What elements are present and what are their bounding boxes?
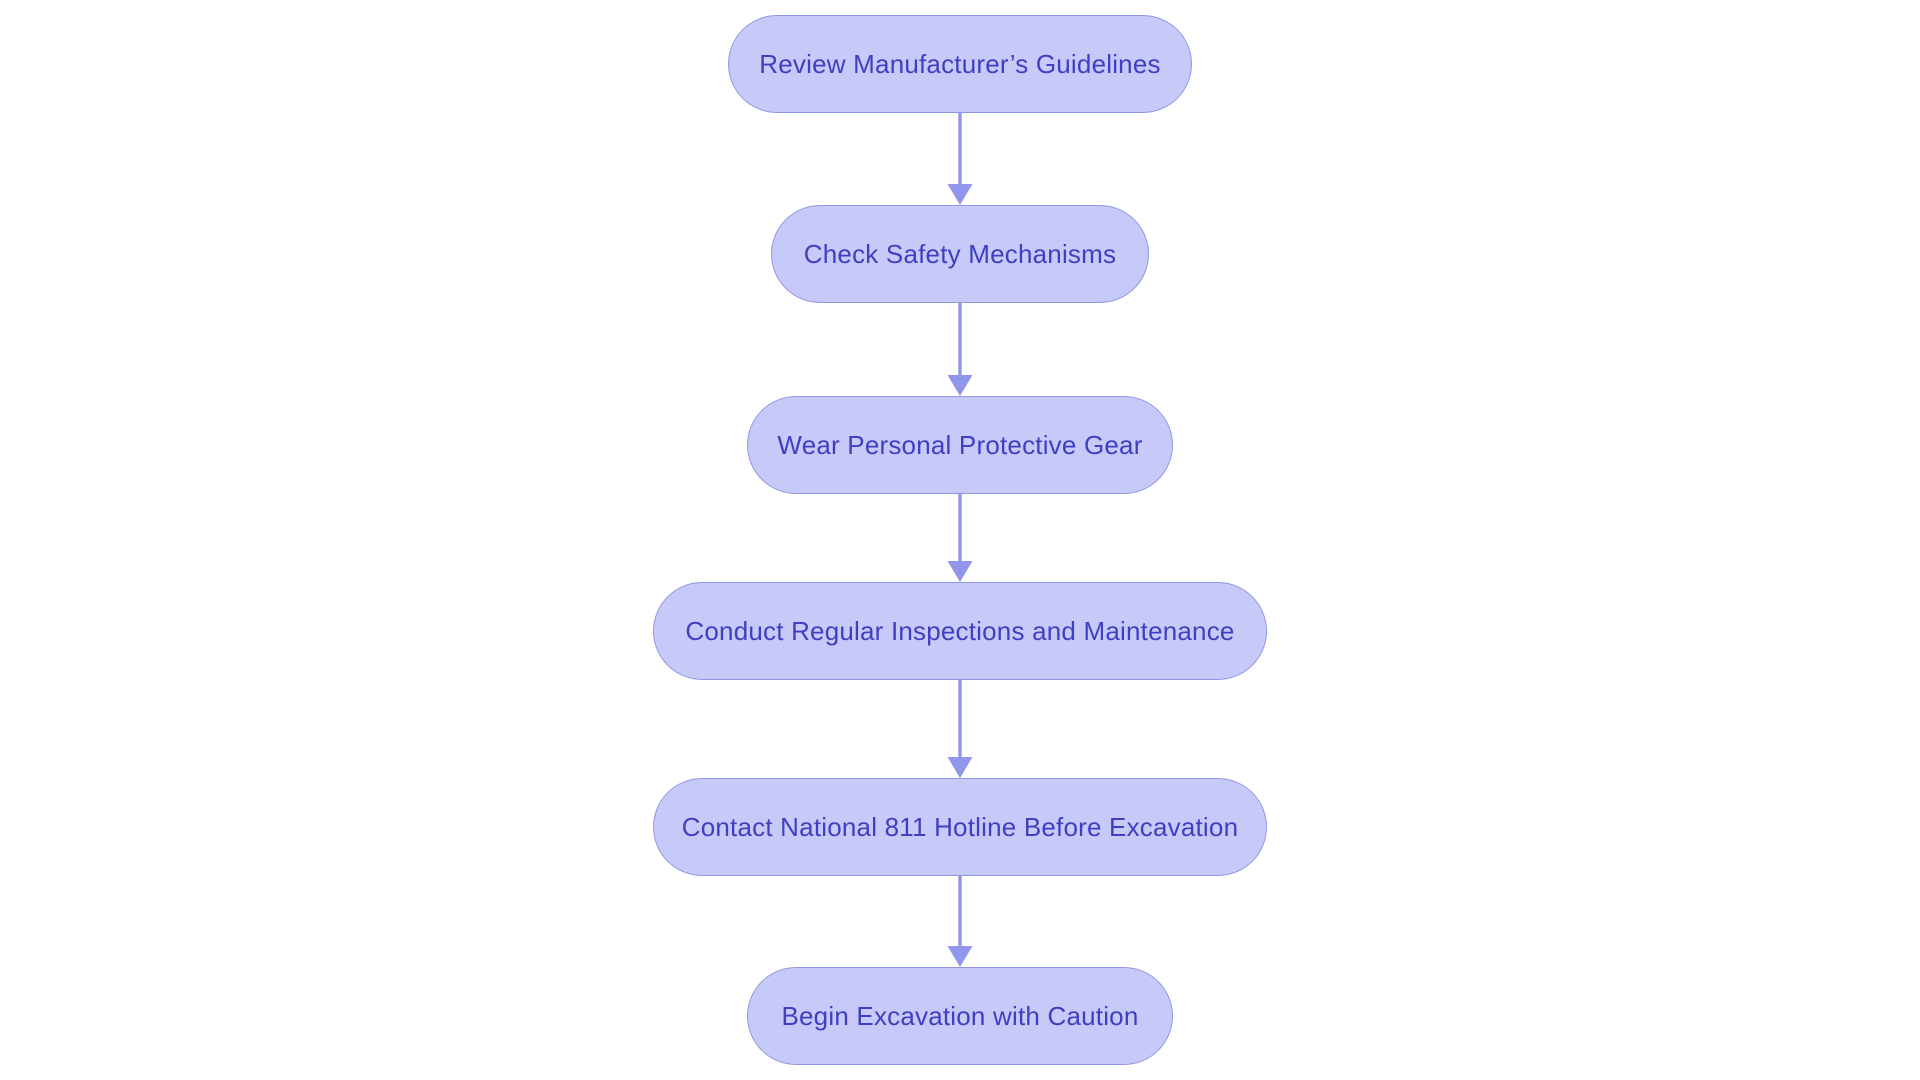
flow-arrow-n4-n5 [947, 680, 973, 778]
flow-node-wear-personal-protective-gear: Wear Personal Protective Gear [747, 396, 1173, 494]
flow-node-review-manufacturers-guidelines: Review Manufacturer’s Guidelines [728, 15, 1192, 113]
flow-node-label: Wear Personal Protective Gear [777, 429, 1143, 460]
flow-arrow-n1-n2 [947, 113, 973, 205]
flow-node-check-safety-mechanisms: Check Safety Mechanisms [771, 205, 1149, 303]
flow-arrow-n5-n6 [947, 876, 973, 967]
flow-node-begin-excavation-with-caution: Begin Excavation with Caution [747, 967, 1173, 1065]
flow-node-label: Begin Excavation with Caution [781, 1000, 1139, 1031]
flow-node-conduct-regular-inspections-and-maintenance: Conduct Regular Inspections and Maintena… [653, 582, 1267, 680]
flow-arrow-n3-n4 [947, 494, 973, 582]
flow-node-label: Conduct Regular Inspections and Maintena… [685, 615, 1235, 646]
flow-arrow-n2-n3 [947, 303, 973, 396]
flow-node-label: Review Manufacturer’s Guidelines [759, 48, 1161, 79]
flow-node-label: Check Safety Mechanisms [803, 238, 1117, 269]
flow-node-contact-national-811-hotline-before-excavation: Contact National 811 Hotline Before Exca… [653, 778, 1267, 876]
flow-node-label: Contact National 811 Hotline Before Exca… [681, 811, 1239, 842]
